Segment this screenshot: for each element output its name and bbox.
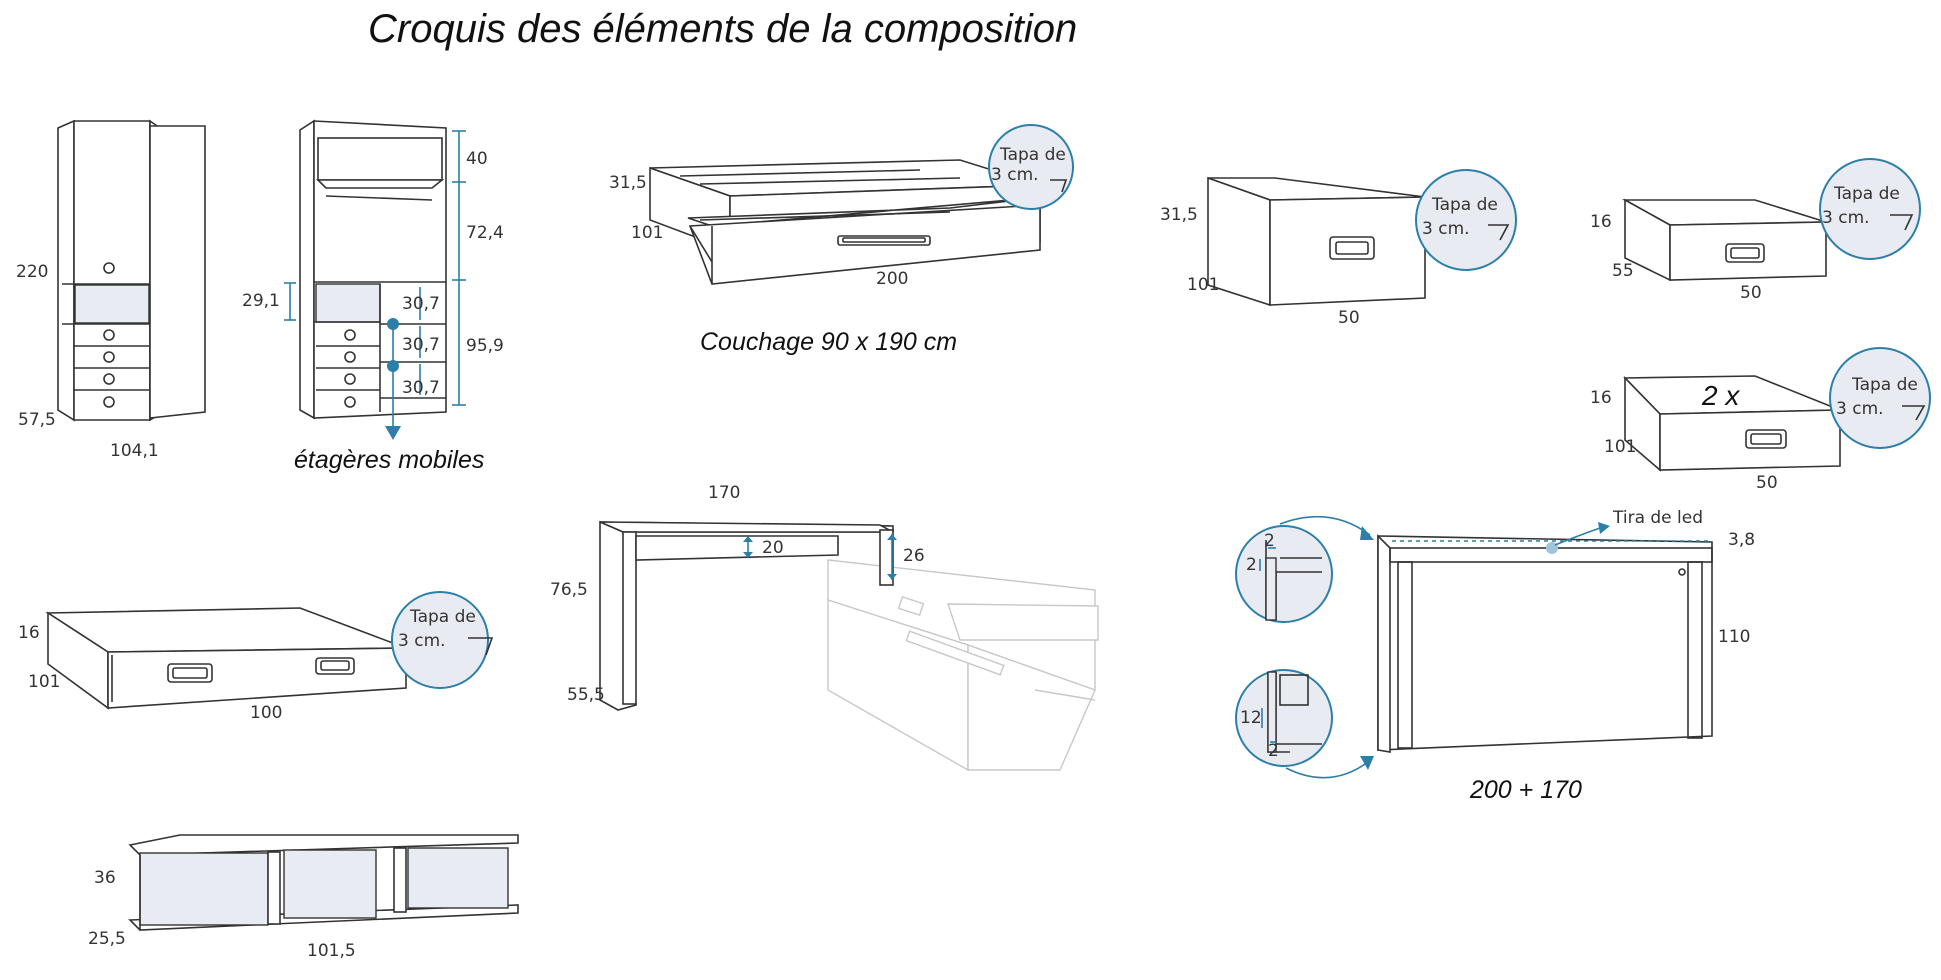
desk-apron-label: 20 xyxy=(762,538,784,558)
double-drawer-sketch: 2 x 16 101 50 Tapa de 3 cm. xyxy=(1590,347,1931,493)
led-detail-top-a: 2 xyxy=(1264,531,1275,551)
bed-caption: Couchage 90 x 190 cm xyxy=(700,328,957,356)
bed-tapa-line2: 3 cm. xyxy=(991,165,1039,185)
desk-width-label: 170 xyxy=(708,483,740,503)
arrow-curved-icon xyxy=(1360,526,1374,540)
bookcase-middle-label: 72,4 xyxy=(466,223,504,243)
led-thickness-label: 3,8 xyxy=(1728,530,1755,550)
small-drawer-width-label: 50 xyxy=(1740,283,1762,303)
led-detail-top-b: 2 xyxy=(1246,555,1257,575)
desk-depth-label: 55,5 xyxy=(567,685,605,705)
arrow-curved-icon xyxy=(1360,756,1374,770)
wardrobe-sketch: 220 57,5 104,1 xyxy=(16,119,206,461)
led-strip-label: Tira de led xyxy=(1612,508,1703,528)
double-drawer-width-label: 50 xyxy=(1756,473,1778,493)
led-detail-bottom-a: 12 xyxy=(1240,708,1262,728)
bookcase-niche-label: 29,1 xyxy=(242,291,280,311)
bed-width-label: 200 xyxy=(876,269,908,289)
double-drawer-depth-label: 101 xyxy=(1604,437,1636,457)
bed-depth-label: 101 xyxy=(631,223,663,243)
low-drawer-tapa-line2: 3 cm. xyxy=(398,631,446,651)
bookcase-shelf-label-3: 30,7 xyxy=(402,378,440,398)
tall-drawer-depth-label: 101 xyxy=(1187,275,1219,295)
double-drawer-tapa-line1: Tapa de xyxy=(1851,375,1918,395)
tall-drawer-sketch: 31,5 101 50 Tapa de 3 cm. xyxy=(1160,169,1517,328)
wardrobe-height-label: 220 xyxy=(16,262,48,282)
small-drawer-height-label: 16 xyxy=(1590,212,1612,232)
wardrobe-depth-label: 57,5 xyxy=(18,410,56,430)
arrow-down-icon xyxy=(385,426,401,440)
led-detail-bottom-b: 2 xyxy=(1268,741,1279,761)
tall-drawer-height-label: 31,5 xyxy=(1160,205,1198,225)
led-panel-caption: 200 + 170 xyxy=(1469,776,1582,804)
arrow-right-icon xyxy=(1598,522,1610,534)
desk-height-label: 76,5 xyxy=(550,580,588,600)
wall-shelf-width-label: 101,5 xyxy=(307,941,356,961)
small-drawer-tapa-line1: Tapa de xyxy=(1833,184,1900,204)
led-panel-height-label: 110 xyxy=(1718,627,1750,647)
low-drawer-sketch: 16 101 100 Tapa de 3 cm. xyxy=(18,591,494,723)
double-drawer-tapa-line2: 3 cm. xyxy=(1836,399,1884,419)
bookcase-bottom-label: 95,9 xyxy=(466,336,504,356)
tall-drawer-width-label: 50 xyxy=(1338,308,1360,328)
desk-clearance-label: 26 xyxy=(903,546,925,566)
bookcase-sketch: 40 72,4 95,9 29,1 30,7 30,7 30,7 étagère… xyxy=(242,119,504,474)
bookcase-top-label: 40 xyxy=(466,149,488,169)
page-title: Croquis des éléments de la composition xyxy=(368,7,1077,51)
wall-shelf-sketch: 36 25,5 101,5 xyxy=(88,834,519,961)
small-drawer-depth-label: 55 xyxy=(1612,261,1634,281)
desk-sketch: 170 20 26 76,5 55,5 xyxy=(550,483,1099,772)
bed-tapa-line1: Tapa de xyxy=(999,145,1066,165)
bookcase-shelf-label-2: 30,7 xyxy=(402,335,440,355)
double-drawer-quantity: 2 x xyxy=(1701,380,1740,411)
tall-drawer-tapa-line2: 3 cm. xyxy=(1422,219,1470,239)
low-drawer-tapa-line1: Tapa de xyxy=(409,607,476,627)
small-drawer-sketch: 16 55 50 Tapa de 3 cm. xyxy=(1590,158,1921,303)
low-drawer-width-label: 100 xyxy=(250,703,282,723)
double-drawer-height-label: 16 xyxy=(1590,388,1612,408)
wall-shelf-height-label: 36 xyxy=(94,868,116,888)
led-panel-sketch: Tira de led 3,8 110 2 2 12 2 200 + 170 xyxy=(1235,508,1755,804)
small-drawer-tapa-line2: 3 cm. xyxy=(1822,208,1870,228)
bookcase-caption: étagères mobiles xyxy=(294,446,484,474)
wardrobe-width-label: 104,1 xyxy=(110,441,159,461)
low-drawer-height-label: 16 xyxy=(18,623,40,643)
bed-sketch: 31,5 101 200 Couchage 90 x 190 cm Tapa d… xyxy=(609,124,1074,356)
bookcase-shelf-label-1: 30,7 xyxy=(402,294,440,314)
wall-shelf-depth-label: 25,5 xyxy=(88,929,126,949)
low-drawer-depth-label: 101 xyxy=(28,672,60,692)
bed-height-label: 31,5 xyxy=(609,173,647,193)
tall-drawer-tapa-line1: Tapa de xyxy=(1431,195,1498,215)
